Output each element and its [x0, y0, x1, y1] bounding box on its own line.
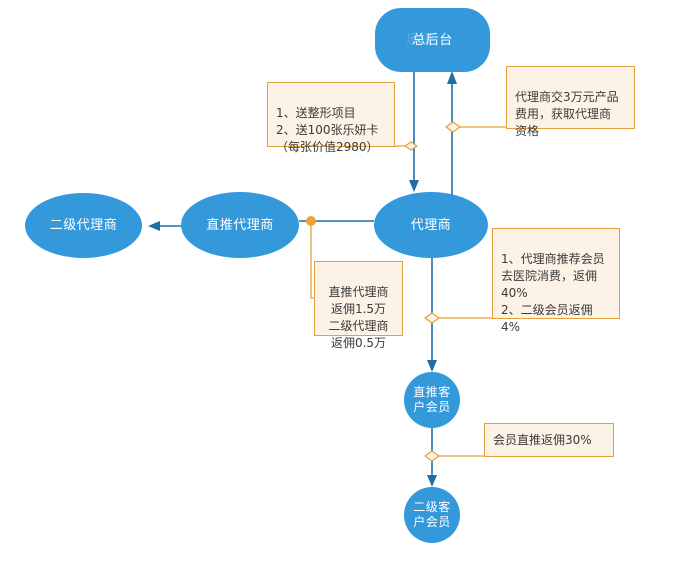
node-backend[interactable]: 乐妍 总后台 [375, 8, 490, 72]
edge-direct-member-to-second-member [427, 428, 437, 487]
note-agent-rebate[interactable]: 直推代理商 返佣1.5万 二级代理商 返佣0.5万 [314, 261, 403, 350]
node-direct-agent-label: 直推代理商 [206, 217, 274, 233]
node-agent-label: 代理商 [410, 217, 452, 233]
node-second-member-label: 二级客 户会员 [413, 500, 451, 529]
note-leader-member-rebate [423, 450, 484, 462]
note-member-rebate-text: 会员直推返佣30% [493, 432, 592, 447]
note-leader-agent-commission [423, 312, 492, 324]
note-gifts-text: 1、送整形项目 2、送100张乐妍卡 （每张价值2980） [276, 106, 379, 154]
node-direct-member[interactable]: 直推客 户会员 [404, 372, 460, 428]
note-agent-fee[interactable]: 代理商交3万元产品 费用，获取代理商 资格 [506, 66, 635, 138]
note-agent-commission-text: 1、代理商推荐会员 去医院消费，返佣 40% 2、二级会员返佣 4% [501, 252, 605, 334]
note-leader-agent-fee [444, 121, 506, 133]
node-second-agent[interactable]: 二级代理商 [25, 193, 142, 258]
edge-agent-to-direct-member [427, 256, 437, 372]
edge-direct-agent-to-second-agent [148, 221, 181, 231]
note-member-rebate[interactable]: 会员直推返佣30% [484, 423, 614, 457]
node-backend-label: 总后台 [412, 32, 453, 48]
note-agent-commission[interactable]: 1、代理商推荐会员 去医院消费，返佣 40% 2、二级会员返佣 4% [492, 228, 620, 334]
node-agent[interactable]: 代理商 [374, 192, 488, 258]
note-gifts[interactable]: 1、送整形项目 2、送100张乐妍卡 （每张价值2980） [267, 82, 395, 154]
note-leader-gifts [394, 141, 419, 151]
note-agent-fee-text: 代理商交3万元产品 费用，获取代理商 资格 [515, 90, 619, 138]
note-agent-rebate-text: 直推代理商 返佣1.5万 二级代理商 返佣0.5万 [328, 285, 389, 350]
edge-backend-to-agent [409, 70, 419, 192]
edge-agent-to-backend [447, 71, 457, 196]
node-second-agent-label: 二级代理商 [49, 218, 118, 233]
node-direct-member-label: 直推客 户会员 [413, 385, 451, 414]
node-direct-agent[interactable]: 直推代理商 [181, 192, 299, 258]
node-second-member[interactable]: 二级客 户会员 [404, 487, 460, 543]
